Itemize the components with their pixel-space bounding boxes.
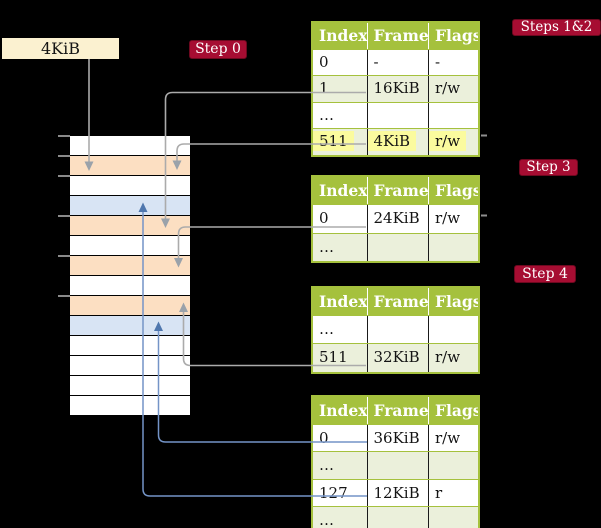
address-tick <box>58 214 70 217</box>
badge-step-3: Step 3 <box>519 159 578 176</box>
flags-cell: r/w <box>428 425 478 452</box>
badge-step-0: Step 0 <box>189 40 247 59</box>
column-header-index: Index <box>319 292 367 311</box>
index-cell: … <box>319 320 334 338</box>
column-header-index: Index <box>319 401 367 420</box>
highlighted-value: 511 <box>313 131 354 152</box>
flags-cell: r/w <box>428 129 478 155</box>
address-tick <box>58 135 70 137</box>
table-row: … <box>313 232 478 261</box>
memory-frame-row-free <box>70 236 190 255</box>
column-header-index: Index <box>319 181 367 200</box>
flags-cell <box>428 507 478 528</box>
column-header-flags: Flags <box>428 397 478 424</box>
flags-cell <box>428 452 478 479</box>
frame-cell: 4KiB <box>366 129 429 155</box>
column-header-frame: Frame <box>366 397 428 424</box>
column-header-frame: Frame <box>366 288 428 315</box>
flags-cell: r/w <box>428 344 478 372</box>
memory-frame-row-mapped-page <box>70 196 190 215</box>
column-header-flags: Flags <box>428 23 478 49</box>
address-tick <box>58 255 70 257</box>
index-cell: … <box>319 105 334 124</box>
address-tick <box>58 295 70 297</box>
flags-cell: - <box>428 50 478 76</box>
flags-cell <box>428 102 478 129</box>
column-header-frame: Frame <box>366 177 428 204</box>
badge-step-4: Step 4 <box>514 265 576 283</box>
table-row: … <box>313 506 478 528</box>
address-tick <box>58 155 70 157</box>
flags-cell <box>428 316 478 344</box>
index-cell: 511 <box>313 129 367 154</box>
memory-frame-row-free <box>70 276 190 295</box>
frame-cell: - <box>366 50 429 76</box>
memory-frame-row-free <box>70 176 190 195</box>
memory-frame-row-page-table <box>70 216 190 235</box>
frame-cell: 24KiB <box>366 205 429 233</box>
memory-frame-row-page-table <box>70 296 190 315</box>
highlighted-value: r/w <box>429 131 467 152</box>
memory-frame-row-page-table <box>70 156 190 175</box>
frame-cell <box>366 452 429 479</box>
frame-cell <box>366 102 429 129</box>
flags-cell: r/w <box>428 205 478 233</box>
memory-frame-row-free <box>70 396 190 415</box>
table-row: 0 -- <box>313 49 478 76</box>
frame-cell <box>366 507 429 528</box>
frame-cell: 36KiB <box>366 425 429 452</box>
index-cell: … <box>319 511 334 528</box>
table-row: 511 4KiB r/w <box>313 128 478 155</box>
index-cell: 511 <box>319 348 348 367</box>
table-row: … <box>313 101 478 129</box>
column-header-flags: Flags <box>428 177 478 204</box>
memory-frame-row-free <box>70 356 190 375</box>
cr3-pointer-box: 4KiB <box>2 38 119 59</box>
index-cell: … <box>319 456 334 475</box>
highlighted-value: 4KiB <box>367 131 417 152</box>
column-header-frame: Frame <box>366 23 428 49</box>
flags-cell: r <box>428 479 478 507</box>
column-header-index: Index <box>319 26 367 45</box>
frame-cell: 32KiB <box>366 344 429 372</box>
index-cell: 127 <box>319 483 348 502</box>
column-header-flags: Flags <box>428 288 478 315</box>
index-cell: 0 <box>319 53 329 71</box>
memory-frame-row-page-table <box>70 256 190 275</box>
index-cell: 0 <box>319 209 329 227</box>
index-cell: 0 <box>319 429 329 447</box>
index-cell: … <box>319 237 334 256</box>
frame-cell: 16KiB <box>366 76 429 102</box>
frame-cell: 12KiB <box>366 479 429 507</box>
cr3-pointer-label: 4KiB <box>40 39 80 58</box>
table-row: … <box>313 451 478 479</box>
flags-cell: r/w <box>428 76 478 102</box>
memory-frame-row-free <box>70 376 190 395</box>
badge-steps-1-2: Steps 1&2 <box>512 19 601 36</box>
frame-cell <box>366 316 429 344</box>
index-cell: 1 <box>319 79 329 98</box>
table-row: … <box>313 315 478 344</box>
flags-cell <box>428 233 478 261</box>
memory-frame-row-mapped-page <box>70 316 190 335</box>
frame-cell <box>366 233 429 261</box>
memory-frame-row-free <box>70 336 190 355</box>
memory-frame-row-free <box>70 136 190 155</box>
address-tick <box>58 175 70 177</box>
